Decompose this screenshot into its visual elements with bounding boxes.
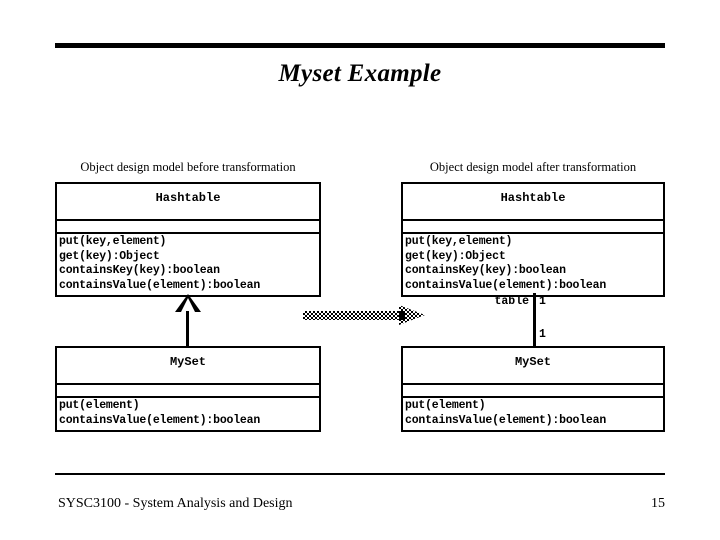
class-name-hashtable-after: Hashtable bbox=[403, 184, 663, 221]
class-operations-myset-before: put(element) containsValue(element):bool… bbox=[57, 398, 319, 430]
association-multiplicity-target: 1 bbox=[539, 295, 546, 308]
operation-row: put(element) bbox=[405, 399, 486, 412]
transformation-arrow-shaft bbox=[303, 311, 405, 320]
transformation-arrow-icon bbox=[303, 303, 425, 327]
transformation-arrow-head bbox=[399, 305, 425, 325]
operation-row: containsKey(key):boolean bbox=[59, 264, 220, 277]
class-box-myset-after[interactable]: MySet put(element) containsValue(element… bbox=[401, 346, 665, 432]
class-box-hashtable-after[interactable]: Hashtable put(key,element) get(key):Obje… bbox=[401, 182, 665, 297]
association-multiplicity-source: 1 bbox=[539, 328, 546, 341]
class-name-myset-before: MySet bbox=[57, 348, 319, 385]
operation-row: put(element) bbox=[59, 399, 140, 412]
class-operations-myset-after: put(element) containsValue(element):bool… bbox=[403, 398, 663, 430]
operation-row: containsValue(element):boolean bbox=[59, 278, 261, 292]
footer-divider-rule bbox=[55, 473, 665, 475]
operation-row: get(key):Object bbox=[59, 249, 160, 263]
generalization-stem bbox=[186, 311, 189, 346]
class-box-hashtable-before[interactable]: Hashtable put(key,element) get(key):Obje… bbox=[55, 182, 321, 297]
operation-row: containsKey(key):boolean bbox=[405, 264, 566, 277]
association-role-label: table bbox=[494, 295, 529, 308]
class-operations-hashtable-after: put(key,element) get(key):Object contain… bbox=[403, 234, 663, 295]
class-operations-hashtable-before: put(key,element) get(key):Object contain… bbox=[57, 234, 319, 295]
class-name-hashtable-before: Hashtable bbox=[57, 184, 319, 221]
operation-row: containsValue(element):boolean bbox=[405, 413, 607, 427]
footer-page-number: 15 bbox=[651, 496, 665, 511]
title-divider-rule bbox=[55, 43, 665, 48]
page-title: Myset Example bbox=[278, 60, 442, 87]
class-name-myset-after: MySet bbox=[403, 348, 663, 385]
caption-after-transformation: Object design model after transformation bbox=[429, 160, 637, 174]
caption-before-transformation: Object design model before transformatio… bbox=[80, 160, 296, 174]
class-attributes-hashtable-before bbox=[57, 221, 319, 234]
class-box-myset-before[interactable]: MySet put(element) containsValue(element… bbox=[55, 346, 321, 432]
generalization-triangle-hollow bbox=[181, 298, 195, 312]
footer-course-label: SYSC3100 - System Analysis and Design bbox=[58, 496, 293, 511]
operation-row: put(key,element) bbox=[405, 235, 513, 248]
class-attributes-myset-after bbox=[403, 385, 663, 398]
class-attributes-hashtable-after bbox=[403, 221, 663, 234]
operation-row: get(key):Object bbox=[405, 249, 506, 263]
generalization-connector bbox=[175, 294, 201, 346]
operation-row: containsValue(element):boolean bbox=[59, 413, 261, 427]
operation-row: put(key,element) bbox=[59, 235, 167, 248]
operation-row: containsValue(element):boolean bbox=[405, 278, 607, 292]
class-attributes-myset-before bbox=[57, 385, 319, 398]
association-line bbox=[533, 293, 536, 346]
